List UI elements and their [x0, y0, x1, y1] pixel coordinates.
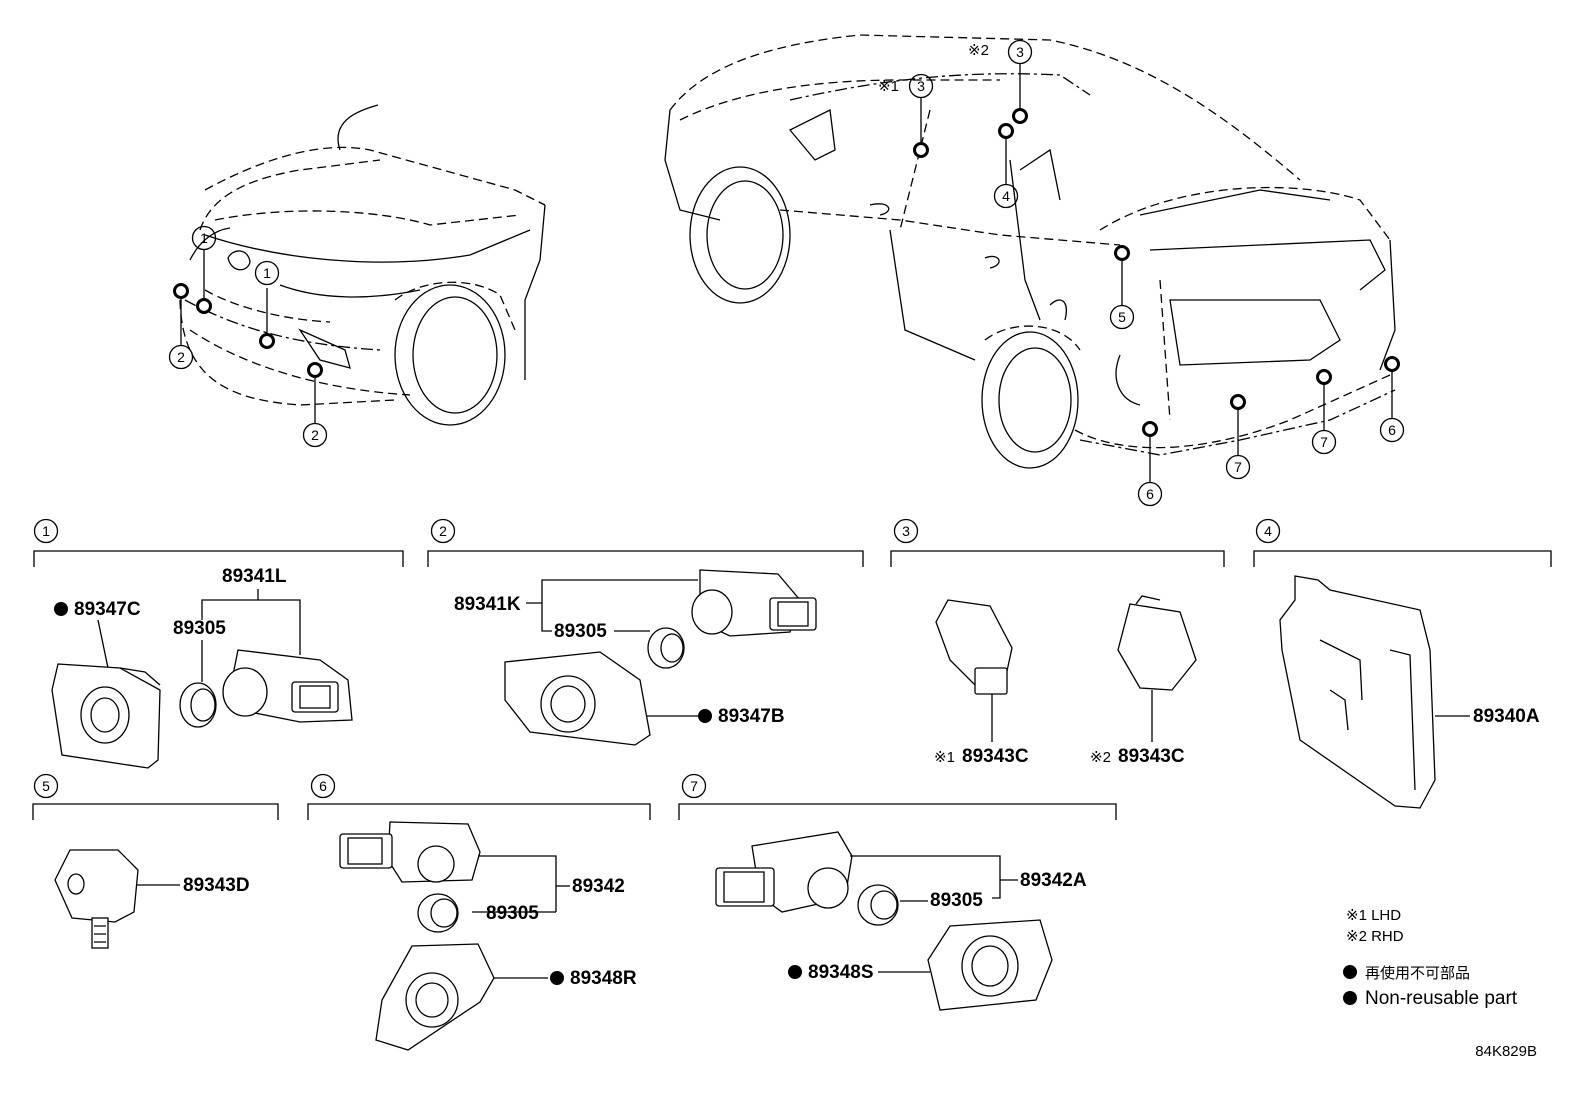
part-89343D[interactable]: 89343D [183, 875, 250, 896]
group-3-number: 3 [902, 523, 910, 539]
mark-lhd: ※1 [878, 78, 899, 95]
non-reusable-bullet-icon [1343, 965, 1357, 979]
group-5-number: 5 [42, 778, 50, 794]
group-6: 6 89342 89305 89348R [307, 773, 651, 1051]
mark-rhd-g3: ※2 [1090, 749, 1111, 766]
part-89305-g1[interactable]: 89305 [173, 618, 226, 639]
callout-6a: 6 [1146, 486, 1154, 502]
part-89340A[interactable]: 89340A [1473, 706, 1540, 727]
callout-6b: 6 [1388, 422, 1396, 438]
front-vehicle-drawing [179, 104, 546, 426]
callout-7b: 7 [1320, 434, 1328, 450]
non-reusable-bullet-icon [698, 709, 712, 723]
part-89342[interactable]: 89342 [572, 876, 625, 897]
non-reusable-bullet-icon [788, 965, 802, 979]
part-89341K[interactable]: 89341K [454, 594, 521, 615]
mark-lhd-g3: ※1 [934, 749, 955, 766]
legend-rhd: ※2 RHD [1346, 928, 1404, 945]
legend: ※1 LHD ※2 RHD 再使用不可部品 Non-reusable part [1343, 907, 1518, 1009]
group-7: 7 89342A 89305 89348S [678, 773, 1117, 1011]
callout-7a: 7 [1234, 459, 1242, 475]
non-reusable-bullet-icon [54, 602, 68, 616]
non-reusable-bullet-icon [550, 971, 564, 985]
part-89341L[interactable]: 89341L [222, 566, 287, 587]
part-89305-g2[interactable]: 89305 [554, 621, 607, 642]
part-89347C[interactable]: 89347C [74, 599, 141, 620]
group-5: 5 89343D [32, 773, 279, 949]
part-89348R[interactable]: 89348R [570, 968, 637, 989]
group-4-number: 4 [1264, 523, 1272, 539]
callout-4: 4 [1002, 188, 1010, 204]
non-reusable-bullet-icon [1343, 991, 1357, 1005]
callout-3-rhd: 3 [1016, 44, 1024, 60]
part-89343C-rhd[interactable]: 89343C [1118, 746, 1185, 767]
part-89305-g6[interactable]: 89305 [486, 903, 539, 924]
legend-lhd: ※1 LHD [1346, 907, 1401, 924]
mark-rhd: ※2 [968, 42, 989, 59]
part-89342A[interactable]: 89342A [1020, 870, 1087, 891]
callout-2b: 2 [311, 427, 319, 443]
diagram-code: 84K829B [1475, 1043, 1537, 1060]
group-2: 2 89341K 89305 89347B [427, 518, 864, 746]
part-89348S[interactable]: 89348S [808, 962, 874, 983]
callout-1b: 1 [263, 265, 271, 281]
vehicle-callouts: 1 1 2 2 3 3 4 5 6 7 7 6 ※1 ※2 [168, 39, 1405, 507]
part-89347B[interactable]: 89347B [718, 706, 785, 727]
callout-2a: 2 [177, 349, 185, 365]
callout-1a: 1 [200, 230, 208, 246]
group-1: 1 89347C 89341L 89305 [33, 518, 404, 769]
group-6-number: 6 [319, 778, 327, 794]
group-1-number: 1 [42, 523, 50, 539]
callout-3-lhd: 3 [917, 78, 925, 94]
part-89305-g7[interactable]: 89305 [930, 890, 983, 911]
sensor-locations [173, 64, 1400, 482]
group-4: 4 89340A [1253, 518, 1552, 809]
part-89343C-lhd[interactable]: 89343C [962, 746, 1029, 767]
callout-5: 5 [1118, 309, 1126, 325]
legend-nonreusable-jp: 再使用不可部品 [1365, 965, 1470, 982]
group-2-number: 2 [439, 523, 447, 539]
group-3: 3 ※1 89343C ※2 89343C [890, 518, 1225, 767]
rear-vehicle-drawing [664, 34, 1396, 469]
group-7-number: 7 [690, 778, 698, 794]
legend-nonreusable-en: Non-reusable part [1365, 988, 1518, 1009]
